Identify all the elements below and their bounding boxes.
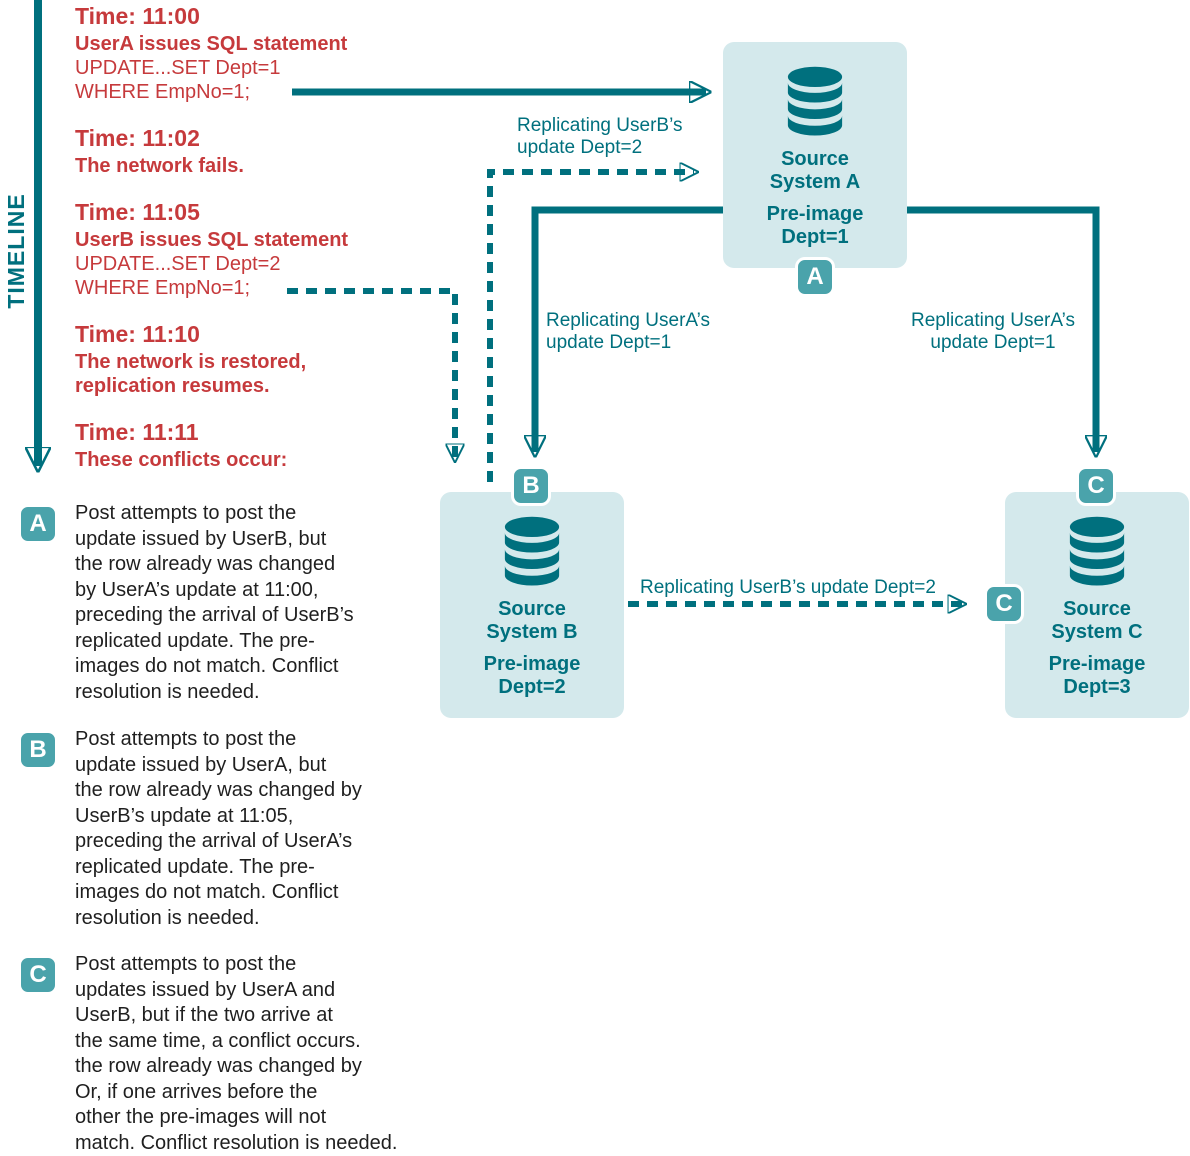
arrow-userb-update-up-to-a — [487, 172, 694, 482]
system-preimage: Pre-image Dept=2 — [483, 653, 581, 698]
event-bold: These conflicts occur: — [75, 449, 288, 471]
event-time: Time: 11:10 — [75, 321, 200, 347]
label-replicating-userb-to-a: Replicating UserB’s update Dept=2 — [517, 115, 683, 158]
arrow-replicate-a-to-c — [905, 206, 1096, 452]
database-icon — [787, 66, 843, 136]
conflict-c-badge: C — [18, 955, 58, 995]
system-preimage: Pre-image Dept=3 — [1048, 653, 1146, 698]
source-system-b-box: Source System B Pre-image Dept=2 — [440, 492, 624, 718]
system-c-badge: C — [1076, 466, 1116, 506]
timeline-event-1111: Time: 11:11 These conflicts occur: — [75, 419, 505, 472]
conflict-a-badge: A — [18, 504, 58, 544]
database-icon — [1069, 516, 1125, 586]
conflict-b-text: Post attempts to post the update issued … — [75, 728, 362, 929]
system-name: Source System A — [769, 148, 861, 193]
timeline-event-1105: Time: 11:05 UserB issues SQL statement U… — [75, 199, 505, 300]
conflict-item-c: C Post attempts to post the updates issu… — [18, 952, 488, 1156]
label-replicating-userb-to-c: Replicating UserB’s update Dept=2 — [640, 577, 936, 598]
system-a-badge: A — [795, 257, 835, 297]
conflict-item-b: B Post attempts to post the update issue… — [18, 727, 488, 931]
timeline-event-1102: Time: 11:02 The network fails. — [75, 125, 505, 178]
event-sql: UPDATE...SET Dept=2 WHERE EmpNo=1; — [75, 253, 281, 299]
label-replicating-usera-to-c: Replicating UserA’s update Dept=1 — [910, 310, 1076, 353]
event-bold: UserB issues SQL statement — [75, 229, 349, 251]
event-time: Time: 11:02 — [75, 125, 200, 151]
event-bold: The network is restored, replication res… — [75, 351, 307, 397]
event-time: Time: 11:05 — [75, 199, 200, 225]
timeline-label: TIMELINE — [3, 193, 29, 309]
event-bold: The network fails. — [75, 155, 244, 177]
conflict-c-text: Post attempts to post the updates issued… — [75, 953, 398, 1154]
timeline-event-1100: Time: 11:00 UserA issues SQL statement U… — [75, 3, 505, 104]
event-sql: UPDATE...SET Dept=1 WHERE EmpNo=1; — [75, 57, 281, 103]
timeline-event-1110: Time: 11:10 The network is restored, rep… — [75, 321, 505, 398]
replication-c-badge: C — [984, 584, 1024, 624]
source-system-a-box: Source System A Pre-image Dept=1 — [723, 42, 907, 268]
conflict-item-a: A Post attempts to post the update issue… — [18, 501, 488, 705]
event-time: Time: 11:11 — [75, 419, 199, 445]
conflict-b-badge: B — [18, 730, 58, 770]
source-system-c-box: Source System C Pre-image Dept=3 — [1005, 492, 1189, 718]
system-name: Source System B — [486, 598, 578, 643]
system-preimage: Pre-image Dept=1 — [766, 203, 864, 248]
event-time: Time: 11:00 — [75, 3, 200, 29]
system-name: Source System C — [1051, 598, 1143, 643]
timeline-events: Time: 11:00 UserA issues SQL statement U… — [75, 3, 505, 493]
label-replicating-usera-to-b: Replicating UserA’s update Dept=1 — [546, 310, 711, 353]
conflict-a-text: Post attempts to post the update issued … — [75, 502, 354, 703]
event-bold: UserA issues SQL statement — [75, 33, 348, 55]
system-b-badge: B — [511, 466, 551, 506]
database-icon — [504, 516, 560, 586]
arrow-replicate-a-to-b — [535, 206, 723, 452]
